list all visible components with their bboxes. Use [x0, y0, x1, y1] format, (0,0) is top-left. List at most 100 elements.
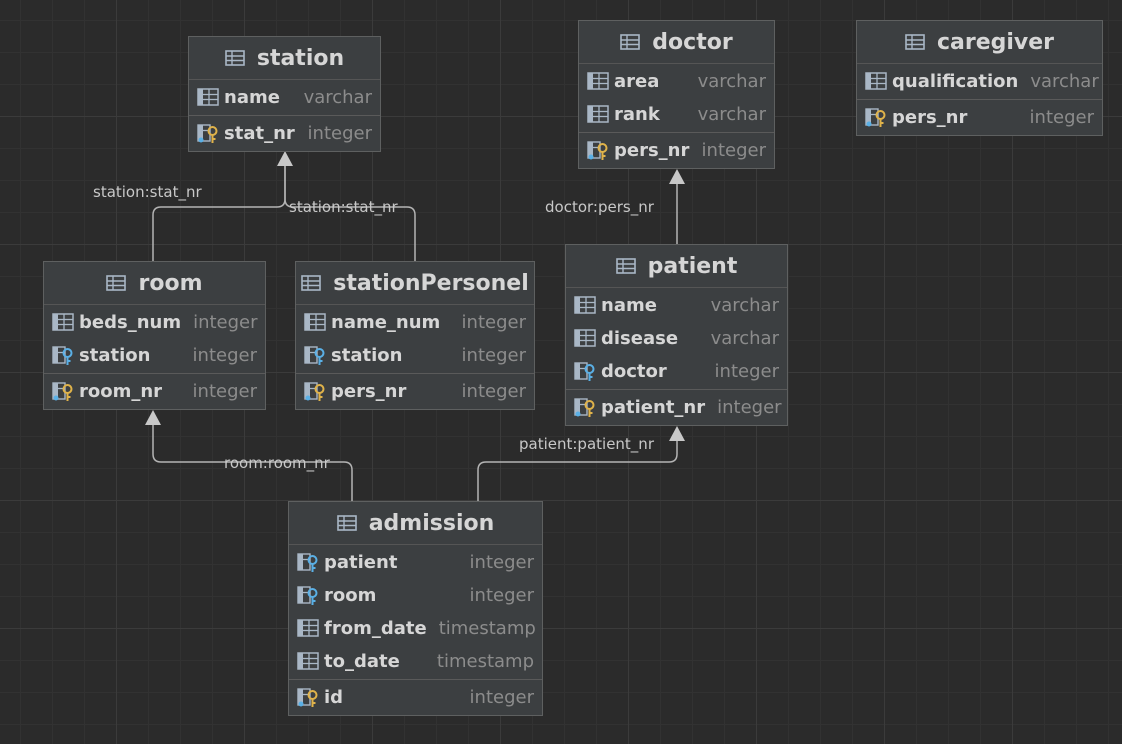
column-icon [197, 87, 219, 108]
table-header: doctor [579, 21, 774, 64]
column-row-to-date[interactable]: to_date timestamp [289, 645, 542, 678]
edge-admission-room [152, 425, 353, 502]
column-type: varchar [710, 328, 779, 349]
column-row-from-date[interactable]: from_date timestamp [289, 612, 542, 645]
column-type: timestamp [436, 651, 534, 672]
primary-key-icon [304, 381, 326, 402]
key-list: room_nr integer [44, 373, 265, 409]
column-type: integer [192, 381, 257, 402]
column-name: from_date [324, 618, 427, 639]
column-icon [297, 618, 319, 639]
column-name: station [79, 345, 151, 366]
column-name: to_date [324, 651, 400, 672]
primary-key-icon [297, 687, 319, 708]
table-icon [336, 515, 357, 531]
table-icon [106, 275, 127, 291]
column-name: name [601, 295, 657, 316]
column-type: integer [193, 312, 258, 333]
column-type: integer [714, 361, 779, 382]
foreign-key-column-icon [574, 361, 596, 382]
edge-stationpersonel-station [284, 166, 416, 262]
foreign-key-column-icon [52, 345, 74, 366]
column-row-pers-nr[interactable]: pers_nr integer [579, 134, 774, 167]
column-type: integer [701, 140, 766, 161]
column-name: room_nr [79, 381, 163, 402]
column-name: doctor [601, 361, 667, 382]
edge-label-stationpersonel-station: station:stat_nr [289, 198, 398, 216]
foreign-key-column-icon [304, 345, 326, 366]
edge-label-patient-doctor: doctor:pers_nr [545, 198, 654, 216]
table-title: caregiver [936, 29, 1055, 55]
column-name: stat_nr [224, 123, 295, 144]
arrowhead-room [145, 410, 161, 425]
table-icon [905, 34, 925, 50]
column-name: qualification [892, 71, 1019, 92]
column-icon [574, 295, 596, 316]
column-type: integer [461, 381, 526, 402]
foreign-key-column-icon [297, 585, 319, 606]
column-icon [587, 71, 609, 92]
table-title: station [256, 45, 345, 71]
column-name: name_num [331, 312, 441, 333]
column-row-name[interactable]: name varchar [566, 289, 787, 322]
column-row-pers-nr[interactable]: pers_nr integer [857, 101, 1102, 134]
primary-key-icon [865, 107, 887, 128]
column-type: integer [1029, 107, 1094, 128]
table-header: room [44, 262, 265, 305]
column-name: pers_nr [892, 107, 968, 128]
column-row-beds-num[interactable]: beds_num integer [44, 306, 265, 339]
column-row-room-nr[interactable]: room_nr integer [44, 375, 265, 408]
column-name: patient [324, 552, 398, 573]
column-name: pers_nr [614, 140, 690, 161]
column-type: integer [717, 397, 782, 418]
column-icon [304, 312, 326, 333]
key-list: pers_nr integer [857, 99, 1102, 135]
arrowhead-station [277, 151, 293, 166]
edge-label-room-station: station:stat_nr [93, 183, 202, 201]
column-icon [587, 104, 609, 125]
table-title: room [138, 270, 203, 296]
column-icon [52, 312, 74, 333]
edge-label-admission-room: room:room_nr [224, 454, 330, 472]
column-type: timestamp [438, 618, 536, 639]
column-name: beds_num [79, 312, 182, 333]
table-icon [225, 50, 245, 66]
column-name: rank [614, 104, 660, 125]
column-type: varchar [303, 87, 372, 108]
table-icon [615, 258, 636, 274]
table-title: admission [368, 510, 495, 536]
column-type: varchar [710, 295, 779, 316]
column-row-doctor[interactable]: doctor integer [566, 355, 787, 388]
